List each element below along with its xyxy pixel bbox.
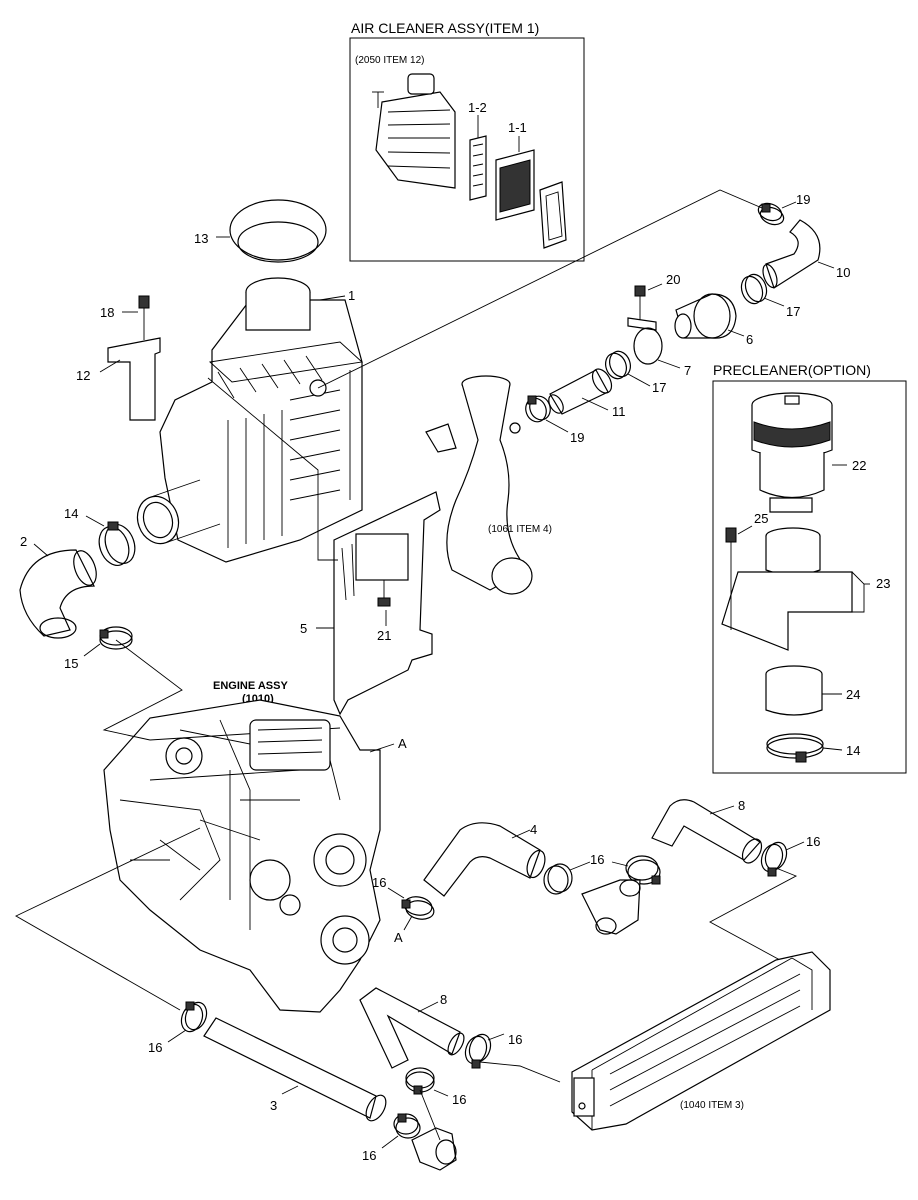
support-plate: 21 5 xyxy=(300,491,441,716)
callout-10: 10 xyxy=(836,265,850,280)
leader-line-19 xyxy=(317,189,763,389)
air-cleaner-assy-box: AIR CLEANER ASSY(ITEM 1) (2050 ITEM 12) … xyxy=(349,20,585,262)
engine-title: ENGINE ASSY xyxy=(213,680,288,692)
callout-4: 4 xyxy=(530,822,537,837)
engine-assy: ENGINE ASSY (1010) A xyxy=(103,680,407,1013)
callout-16d: 16 xyxy=(508,1032,522,1047)
callout-16a: 16 xyxy=(372,875,386,890)
leader-line-16-left xyxy=(15,827,201,1011)
callout-18: 18 xyxy=(100,305,114,320)
leader-line-bottom xyxy=(419,1089,441,1141)
clamp-16-a: 16 A xyxy=(372,875,435,945)
clamp-16-lower-left: 16 xyxy=(148,1001,208,1055)
callout-16e: 16 xyxy=(148,1040,162,1055)
callout-13: 13 xyxy=(194,231,208,246)
callout-1: 1 xyxy=(348,288,355,303)
callout-3: 3 xyxy=(270,1098,277,1113)
callout-5: 5 xyxy=(300,621,307,636)
callout-14a: 14 xyxy=(64,506,78,521)
callout-17b: 17 xyxy=(652,380,666,395)
callout-20: 20 xyxy=(666,272,680,287)
leader-line-plate xyxy=(207,377,338,561)
leader-line-intercooler xyxy=(709,867,798,961)
callout-16b: 16 xyxy=(590,852,604,867)
callout-6: 6 xyxy=(746,332,753,347)
callout-23: 23 xyxy=(876,576,890,591)
callout-17a: 17 xyxy=(786,304,800,319)
callout-12: 12 xyxy=(76,368,90,383)
callout-21: 21 xyxy=(377,628,391,643)
rubber-sleeve: 24 xyxy=(765,665,860,716)
intercooler: (1040 ITEM 3) xyxy=(571,951,831,1131)
clamp-16-mid xyxy=(543,861,591,895)
precleaner-box-title: PRECLEANER(OPTION) xyxy=(713,362,871,378)
reducer-hose: 11 xyxy=(548,368,626,419)
intercooler-ref: (1040 ITEM 3) xyxy=(680,1100,744,1111)
callout-22: 22 xyxy=(852,458,866,473)
callout-25: 25 xyxy=(754,511,768,526)
tee-connector xyxy=(581,879,641,935)
clamp-16-right xyxy=(611,855,661,885)
callout-7: 7 xyxy=(684,363,691,378)
leader-line-16-lower xyxy=(479,1061,561,1083)
callout-19b: 19 xyxy=(570,430,584,445)
riser-pipe-ref: (1061 ITEM 4) xyxy=(488,524,552,535)
precleaner-adapter xyxy=(765,527,821,576)
air-cleaner-housing-small xyxy=(372,73,456,189)
outer-filter-element: 1-1 xyxy=(495,120,535,221)
callout-A2: A xyxy=(394,930,403,945)
bottom-elbow-connector xyxy=(411,1127,457,1171)
callout-11: 11 xyxy=(612,404,626,419)
cleaner-strap-bracket: 20 7 xyxy=(627,272,691,378)
callout-A1: A xyxy=(398,736,407,751)
precleaner-cap: 22 xyxy=(751,392,866,513)
clamp-16-far-right: 16 xyxy=(760,834,820,877)
callout-8a: 8 xyxy=(738,798,745,813)
callout-16c: 16 xyxy=(806,834,820,849)
leader-line-15 xyxy=(102,639,183,741)
callout-1-2: 1-2 xyxy=(468,100,487,115)
callout-16f: 16 xyxy=(452,1092,466,1107)
clamp-16-center-bottom: 16 xyxy=(405,1067,466,1107)
crossover-hose: 4 xyxy=(423,822,546,897)
outlet-clamp: 14 xyxy=(64,506,136,566)
callout-19a: 19 xyxy=(796,192,810,207)
precleaner-bracket: 23 xyxy=(721,571,890,651)
air-cleaner-ref: (2050 ITEM 12) xyxy=(355,55,424,66)
intercooler-hose-upper: 8 xyxy=(651,798,763,864)
callout-15: 15 xyxy=(64,656,78,671)
mounting-bracket: 18 12 xyxy=(76,295,161,421)
callout-8b: 8 xyxy=(440,992,447,1007)
callout-2: 2 xyxy=(20,534,27,549)
precleaner-bolt: 25 xyxy=(725,511,768,630)
lower-charge-hose: 3 xyxy=(203,1017,387,1122)
clamp-17-lower: 17 xyxy=(605,350,666,395)
intake-riser-pipe: (1061 ITEM 4) xyxy=(425,375,552,595)
precleaner-box: PRECLEANER(OPTION) 22 23 xyxy=(712,362,907,774)
air-cleaner-cover xyxy=(539,181,567,249)
callout-16g: 16 xyxy=(362,1148,376,1163)
air-cleaner-main: 13 1 xyxy=(136,199,364,563)
callout-14b: 14 xyxy=(846,743,860,758)
upper-elbow-hose: 10 xyxy=(762,219,850,289)
callout-1-1: 1-1 xyxy=(508,120,527,135)
rubber-elbow: 2 xyxy=(19,534,97,639)
elbow-clamp: 15 xyxy=(64,626,133,671)
callout-24: 24 xyxy=(846,687,860,702)
rain-cap: 13 xyxy=(194,199,327,263)
clamp-16-bottom: 16 xyxy=(362,1113,421,1163)
precleaner-clamp: 14 xyxy=(766,733,860,763)
air-cleaner-box-title: AIR CLEANER ASSY(ITEM 1) xyxy=(351,20,539,36)
small-cleaner: 6 xyxy=(674,293,753,347)
inner-filter-element: 1-2 xyxy=(468,100,487,201)
clamp-17-upper: 17 xyxy=(740,273,800,319)
clamp-19-upper: 19 xyxy=(757,192,810,226)
clamp-16-lower-right: 16 xyxy=(464,1032,522,1069)
intercooler-hose-lower: 8 xyxy=(359,987,465,1069)
